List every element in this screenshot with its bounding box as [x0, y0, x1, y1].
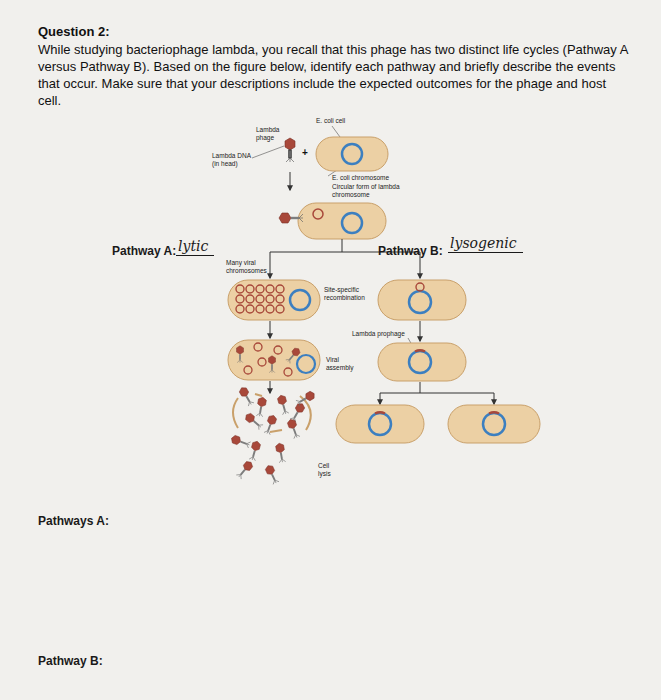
pathway-label: Pathway B:	[378, 244, 443, 258]
step-label: Many viral chromosomes	[226, 259, 266, 274]
part-label: Lambda prophage	[352, 330, 405, 338]
part-label: E. coli cell	[316, 117, 345, 125]
handwritten-answer: lytic	[176, 238, 214, 256]
pathway-label: Pathway A:	[112, 244, 176, 258]
handwritten-answer: lysogenic	[448, 235, 523, 253]
part-label: Lambda phage	[256, 126, 286, 141]
part-label: E. coli chromosome	[332, 174, 389, 182]
step-label: Site-specific recombination	[324, 286, 374, 301]
step-label: Viral assembly	[326, 356, 366, 371]
answer-heading: Pathways A:	[38, 514, 109, 528]
question-text: While studying bacteriophage lambda, you…	[38, 41, 630, 109]
step-label: Cell lysis	[318, 462, 342, 477]
part-label: Lambda DNA (in head)	[212, 152, 252, 167]
plus-sign: +	[302, 147, 308, 158]
answer-heading: Pathway B:	[38, 654, 103, 668]
part-label: Circular form of lambda chromosome	[332, 183, 422, 198]
question-title: Question 2:	[38, 24, 110, 39]
